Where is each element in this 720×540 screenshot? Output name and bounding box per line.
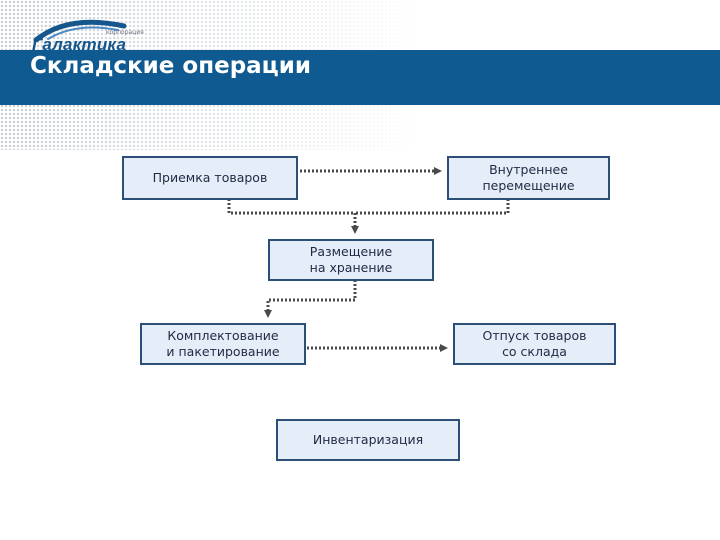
page-title: Складские операции — [30, 53, 311, 79]
node-placement: Размещение на хранение — [268, 239, 434, 281]
logo-arc-icon — [33, 19, 127, 42]
arrow-placement-to-picking — [264, 280, 357, 318]
node-inventory: Инвентаризация — [276, 419, 460, 461]
node-internal-move: Внутреннее перемещение — [447, 156, 610, 200]
node-picking: Комплектование и пакетирование — [140, 323, 306, 365]
logo-corporation-label: корпорация — [106, 29, 144, 36]
connector-internal-move-down — [355, 199, 510, 215]
logo-brand-name: Галактика — [32, 35, 127, 54]
company-logo: корпорация Галактика — [28, 12, 144, 54]
title-bar: Складские операции — [0, 50, 720, 105]
connector-receiving-down — [227, 199, 355, 215]
node-dispatch: Отпуск товаров со склада — [453, 323, 616, 365]
node-receiving: Приемка товаров — [122, 156, 298, 200]
